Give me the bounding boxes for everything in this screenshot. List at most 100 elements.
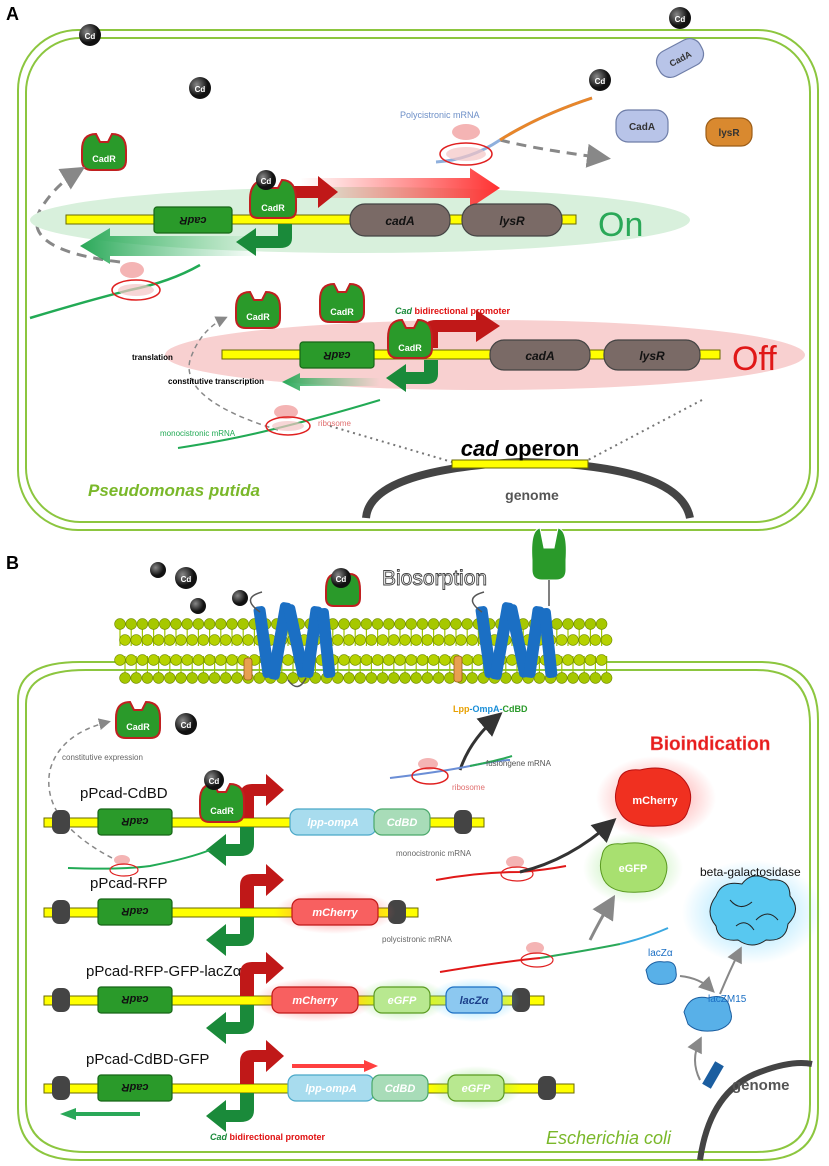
ribosome — [111, 262, 161, 301]
svg-text:Cd: Cd — [181, 575, 192, 584]
lipid-head — [394, 618, 406, 630]
promoter-arrow-reverse — [386, 360, 438, 392]
svg-text:Cd: Cd — [85, 32, 96, 41]
polycistronic-mrna — [539, 943, 621, 959]
lipid-head — [147, 618, 160, 630]
ribosome — [500, 866, 534, 882]
gene-lysr: lysR — [461, 203, 563, 237]
construct-name: pPcad-RFP-GFP-lacZα — [86, 963, 242, 980]
fusiongene-mrna-tail — [469, 755, 513, 767]
gene-label: cadR — [121, 905, 148, 917]
lipid-head — [175, 634, 187, 646]
lipid-head — [332, 634, 344, 646]
lipid-head — [159, 618, 171, 630]
cell-membrane-b-inner — [25, 669, 811, 1153]
fusiongene-mrna-label: fusiongene mRNA — [486, 759, 552, 768]
plasmid-end-cap — [52, 1076, 70, 1100]
cell-outer-membrane-a — [17, 29, 819, 531]
cd-ion — [204, 770, 224, 790]
lipid-head — [466, 672, 478, 684]
svg-text:CadR: CadR — [126, 722, 150, 732]
cd-ion: Cd — [189, 77, 211, 99]
lipid-head — [421, 634, 434, 646]
lipid-head — [466, 634, 478, 646]
assembly-arrow — [687, 1036, 702, 1081]
gene-cadr: cadR — [153, 206, 233, 234]
cd-ion — [232, 590, 248, 606]
svg-text:lysR: lysR — [499, 214, 525, 228]
lipid-head — [567, 672, 579, 684]
lipid-head — [197, 634, 210, 646]
lipid-head — [461, 654, 473, 666]
transcription-arrow-reverse — [282, 373, 380, 391]
cadr-label: CadR — [210, 806, 234, 816]
genome-label: genome — [732, 1077, 790, 1094]
dna-strand — [43, 907, 419, 918]
lipid-head — [203, 618, 216, 630]
lipid-head — [562, 654, 574, 666]
lipid-head — [208, 672, 221, 684]
lipid-head — [181, 618, 193, 630]
svg-text:CadA: CadA — [629, 122, 655, 133]
lipid-head — [461, 618, 473, 630]
lipid-head — [186, 634, 198, 646]
svg-text:Cd: Cd — [195, 85, 206, 94]
lipid-head — [220, 672, 232, 684]
lipid-head — [226, 654, 238, 666]
lipid-head — [114, 618, 126, 630]
cadr-cd-complex — [199, 782, 245, 823]
cell-inner-membrane-a — [25, 37, 811, 523]
ompa-porin — [249, 591, 336, 688]
organism-label: Escherichia coli — [546, 1128, 672, 1148]
lipid-head — [556, 672, 568, 684]
lipid-head — [595, 654, 608, 666]
lipid-head — [450, 618, 462, 630]
construct-name: pPcad-CdBD — [80, 785, 168, 802]
lipid-head — [287, 672, 299, 684]
lipid-head — [203, 654, 216, 666]
assembly-arrow — [719, 946, 742, 995]
beta-galactosidase — [709, 875, 796, 946]
promoter-arrow-forward — [424, 310, 500, 348]
plasmid-end-cap — [52, 900, 70, 924]
cad-operon-segment — [451, 459, 589, 469]
lipid-head — [119, 672, 131, 684]
lacz-alpha-protein — [645, 961, 677, 985]
lipid-head — [444, 672, 456, 684]
lipid-head — [125, 618, 137, 630]
lipid-head — [152, 672, 165, 684]
cadr-protein: CadR — [319, 282, 365, 323]
lipid-head — [421, 672, 434, 684]
gene-lacZα — [445, 986, 503, 1014]
cd-ion: Cd — [175, 713, 197, 735]
ribosome — [109, 863, 139, 877]
lipid-head — [231, 672, 243, 684]
lipid-head — [136, 618, 149, 630]
lipid-head — [119, 634, 131, 646]
promoter-label: Cad bidirectional promoter — [210, 1132, 326, 1142]
ribosome — [265, 405, 311, 436]
cdbd-binding-domain: Cd — [325, 568, 361, 607]
cadr-protein: CadR — [81, 132, 127, 171]
cadr-protein: CadR — [235, 290, 281, 329]
genome-label: genome — [505, 487, 559, 503]
cd-ion: Cd — [669, 7, 691, 29]
polycistronic-mrna — [619, 927, 669, 945]
cd-ion: Cd — [79, 24, 101, 46]
gene-label: cadR — [121, 815, 148, 827]
plasmid-end-cap — [52, 810, 70, 834]
output-arrow — [588, 894, 616, 941]
svg-text:mCherry: mCherry — [632, 795, 678, 807]
lipid-head — [439, 618, 451, 630]
gene-label: CdBD — [387, 817, 418, 829]
monocistronic-mrna — [177, 399, 381, 449]
assembly-arrow — [679, 975, 715, 993]
lipid-head — [388, 672, 400, 684]
lipid-head — [578, 672, 590, 684]
lipid-head — [125, 654, 137, 666]
panel-a-label: A — [6, 4, 19, 24]
lipid-head — [600, 634, 613, 646]
